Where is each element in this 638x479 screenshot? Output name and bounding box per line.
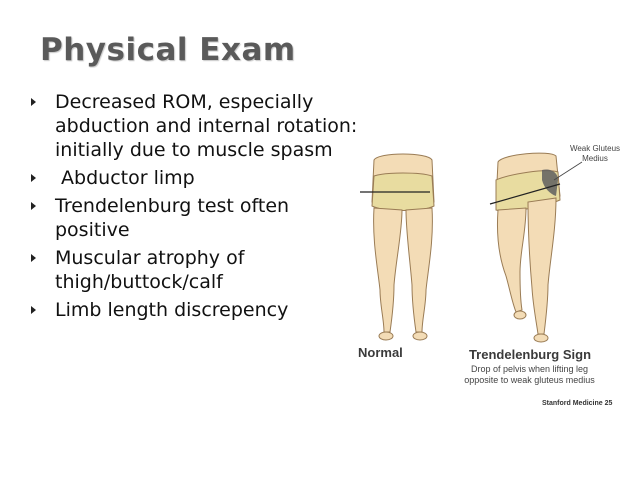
trend-lifted-leg: [497, 207, 527, 313]
trendelenburg-figure: Weak Gluteus Medius Normal Trendelenburg…: [350, 140, 635, 420]
slide-title: Physical Exam: [40, 32, 296, 68]
weak-muscle-pointer: [553, 161, 583, 181]
trend-standing-foot: [533, 333, 549, 343]
bullet-item: Decreased ROM, especially abduction and …: [28, 90, 358, 162]
trendelenburg-label: Trendelenburg Sign: [468, 347, 592, 362]
bullet-item: Limb length discrepency: [28, 298, 358, 322]
bullet-arrow-icon: [28, 90, 42, 114]
trend-standing-leg: [527, 197, 557, 335]
normal-right-leg: [405, 207, 433, 333]
bullet-item: Muscular atrophy of thigh/buttock/calf: [28, 246, 358, 294]
weak-gluteus-label: Weak Gluteus Medius: [569, 144, 621, 163]
bullet-item: Trendelenburg test often positive: [28, 194, 358, 242]
bullet-text: Limb length discrepency: [55, 299, 289, 321]
weak-gluteus-region: [542, 169, 558, 196]
normal-left-foot: [378, 331, 394, 341]
bullet-arrow-icon: [28, 194, 42, 218]
legs-illustration: [360, 152, 583, 343]
normal-right-foot: [412, 331, 428, 341]
normal-left-leg: [373, 207, 403, 333]
bullet-arrow-icon: [28, 246, 42, 270]
trend-pelvis-line: [489, 183, 561, 205]
bullet-arrow-icon: [28, 298, 42, 322]
bullet-text: Abductor limp: [55, 167, 195, 189]
bullet-list: Decreased ROM, especially abduction and …: [28, 90, 358, 326]
bullet-arrow-icon: [28, 166, 42, 190]
normal-label: Normal: [358, 345, 403, 360]
bullet-item: Abductor limp: [28, 166, 358, 190]
image-credit: Stanford Medicine 25: [542, 400, 613, 407]
bullet-text: Decreased ROM, especially abduction and …: [55, 91, 358, 161]
trendelenburg-caption: Drop of pelvis when lifting leg opposite…: [464, 364, 595, 385]
bullet-text: Trendelenburg test often positive: [55, 195, 290, 241]
bullet-text: Muscular atrophy of thigh/buttock/calf: [55, 247, 245, 293]
trend-lifted-foot: [513, 310, 527, 320]
normal-figure: [360, 153, 435, 341]
trendelenburg-figure-drawing: [489, 152, 583, 343]
